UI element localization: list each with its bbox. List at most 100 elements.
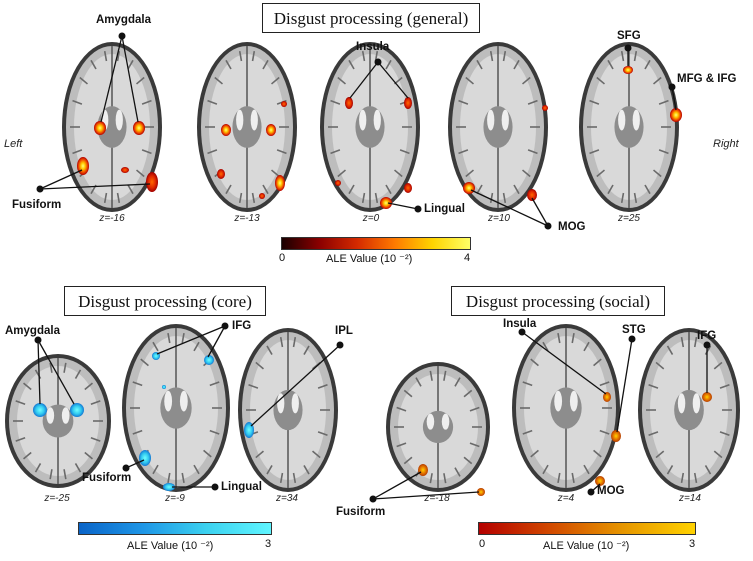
sulcus [49, 469, 53, 480]
ventricle-left [359, 109, 367, 131]
blob-core-small [162, 385, 166, 389]
label-social-stg: STG [622, 324, 646, 336]
sulcus [719, 383, 730, 389]
ventricle-right [250, 109, 258, 131]
ventricle-left [426, 413, 435, 430]
colorbar-core [78, 522, 272, 535]
ventricle-right [501, 109, 509, 131]
slice-label-c2: z=-9 [165, 493, 185, 504]
sulcus [443, 370, 447, 381]
sulcus [140, 358, 149, 367]
sulcus [135, 76, 145, 85]
sulcus [361, 51, 366, 62]
sulcus [193, 464, 200, 475]
sulcus [135, 169, 145, 178]
blob-insula-right [404, 97, 412, 109]
sulcus [262, 184, 269, 195]
brain-slice-g3 [320, 42, 420, 212]
brain-slice-c2 [122, 324, 230, 492]
colorbar-general-min: 0 [279, 252, 286, 264]
sulcus [704, 345, 712, 355]
sulcus [303, 465, 310, 475]
slice-label-g2: z=-13 [234, 213, 260, 224]
sulcus [463, 389, 473, 398]
label-core-lingual: Lingual [221, 481, 262, 493]
sulcus [502, 192, 507, 203]
sulcus [49, 362, 53, 373]
blob-g3-l [335, 180, 341, 186]
sulcus [502, 51, 507, 62]
sulcus [527, 149, 538, 155]
sulcus [15, 437, 26, 442]
sulcus [655, 361, 665, 370]
sulcus [399, 149, 410, 155]
blob-core-fusiform [139, 450, 151, 466]
sulcus [583, 341, 590, 352]
sulcus [181, 472, 185, 483]
colorbar-general-max: 4 [464, 252, 471, 264]
core-panel-title: Disgust processing (core) [64, 286, 266, 316]
blob-core-ifg-right [204, 355, 214, 365]
sulcus [276, 149, 287, 155]
sulcus [666, 465, 674, 475]
ventricle-right [61, 407, 70, 424]
sulcus [103, 51, 108, 62]
sulcus [465, 76, 475, 85]
slice-label-g3: z=0 [362, 213, 380, 224]
sulcus [648, 431, 659, 437]
sulcus [607, 184, 614, 195]
ventricle-left [46, 407, 55, 424]
slice-label-g5: z=25 [618, 213, 640, 224]
sulcus [255, 361, 265, 370]
blob-mfg-ifg [670, 108, 682, 122]
slice-label-g1: z=-16 [99, 213, 125, 224]
ventricle-right [291, 393, 299, 414]
colorbar-social-min: 0 [479, 538, 486, 550]
sulcus [74, 369, 82, 379]
slice-label-s3: z=14 [679, 493, 701, 504]
sulcus [63, 362, 67, 373]
sulcus [463, 456, 473, 465]
label-general-mog: MOG [558, 221, 586, 233]
sulcus [693, 472, 698, 484]
sulcus [84, 382, 93, 391]
sulcus [207, 99, 218, 105]
sulcus [374, 192, 379, 203]
sulcus [207, 149, 218, 155]
sulcus [90, 59, 97, 70]
blob-g2-b [266, 124, 276, 136]
sulcus [557, 333, 561, 344]
sulcus [644, 184, 651, 195]
sulcus [652, 169, 662, 178]
sulcus [116, 51, 121, 62]
sulcus [680, 472, 685, 484]
ventricle-right [373, 109, 381, 131]
ventricle-right [441, 413, 450, 430]
social-panel-title: Disgust processing (social) [451, 286, 665, 316]
sulcus [214, 76, 224, 85]
sulcus [152, 341, 159, 352]
blob-social-stg [611, 430, 621, 442]
brain-slice-s3 [638, 328, 740, 492]
sulcus [530, 449, 539, 458]
sulcus [403, 389, 413, 398]
ventricle-right [179, 390, 188, 412]
colorbar-social-max: 3 [689, 538, 696, 550]
sulcus [596, 76, 606, 85]
blob-social-fusiform-right [477, 488, 485, 496]
sulcus [596, 169, 606, 178]
sulcus [74, 463, 82, 473]
sulcus [348, 59, 355, 70]
sulcus [527, 99, 538, 105]
colorbar-core-title: ALE Value (10 ⁻²) [127, 540, 214, 552]
sulcus [292, 336, 297, 348]
slice-label-g4: z=10 [488, 213, 510, 224]
sulcus [465, 169, 475, 178]
label-social-insula: Insula [503, 318, 537, 330]
blob-fusiform-left [77, 157, 89, 175]
ventricle-left [487, 109, 495, 131]
sulcus [225, 184, 232, 195]
sulcus [103, 192, 108, 203]
sulcus [116, 192, 121, 203]
blob-mog-right [527, 189, 537, 201]
